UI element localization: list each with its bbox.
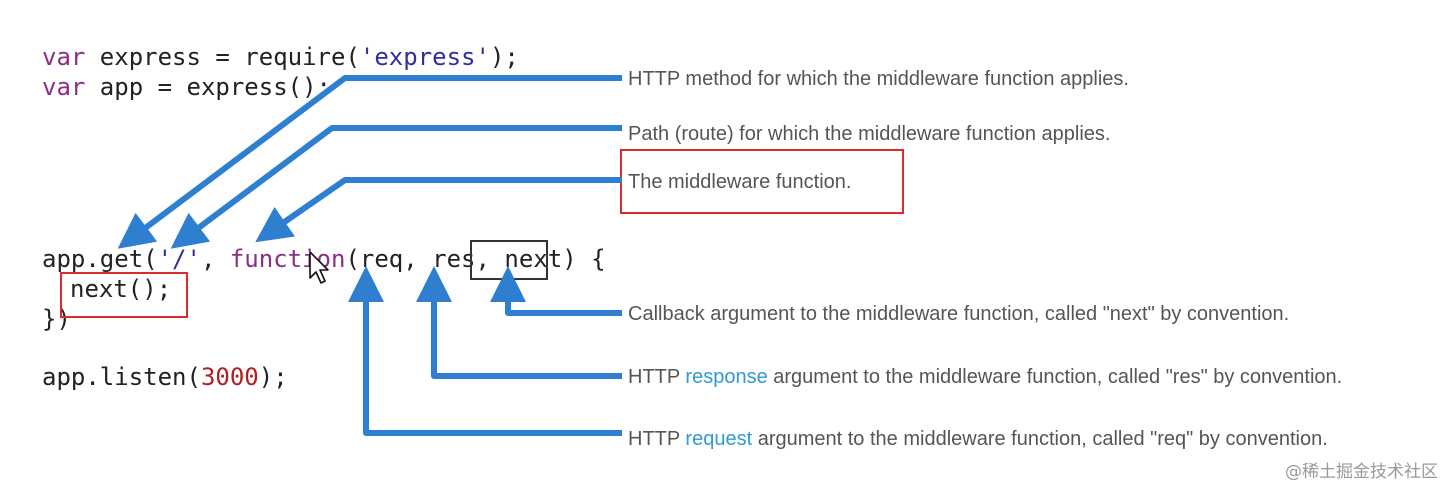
keyword-var: var [42, 43, 86, 71]
annotation-next: Callback argument to the middleware func… [628, 303, 1290, 325]
mouse-cursor-icon [309, 251, 329, 284]
keyword-var: var [42, 73, 86, 101]
annotation-method: HTTP method for which the middleware fun… [628, 68, 1129, 90]
arrow-method [117, 75, 622, 249]
code-line-4: next(); [70, 275, 172, 303]
code-line-1: var express = require('express'); [42, 43, 519, 71]
annotation-path: Path (route) for which the middleware fu… [628, 123, 1111, 145]
annotation-response: HTTP response argument to the middleware… [628, 366, 1343, 388]
next-call-highlight-box [60, 272, 188, 318]
response-link[interactable]: response [685, 366, 768, 388]
code-line-2: var app = express(); [42, 73, 331, 101]
arrow-next [490, 266, 622, 316]
arrow-response [416, 266, 622, 379]
watermark: @稀土掘金技术社区 [1285, 462, 1438, 482]
request-link[interactable]: request [685, 428, 753, 450]
code-line-5: }) [42, 305, 71, 333]
arrow-request [348, 266, 622, 436]
arrow-path [170, 125, 622, 249]
annotation-request: HTTP request argument to the middleware … [628, 428, 1328, 450]
code-line-6: app.listen(3000); [42, 363, 288, 391]
arrow-function [255, 177, 622, 243]
annotation-function: The middleware function. [628, 171, 852, 193]
